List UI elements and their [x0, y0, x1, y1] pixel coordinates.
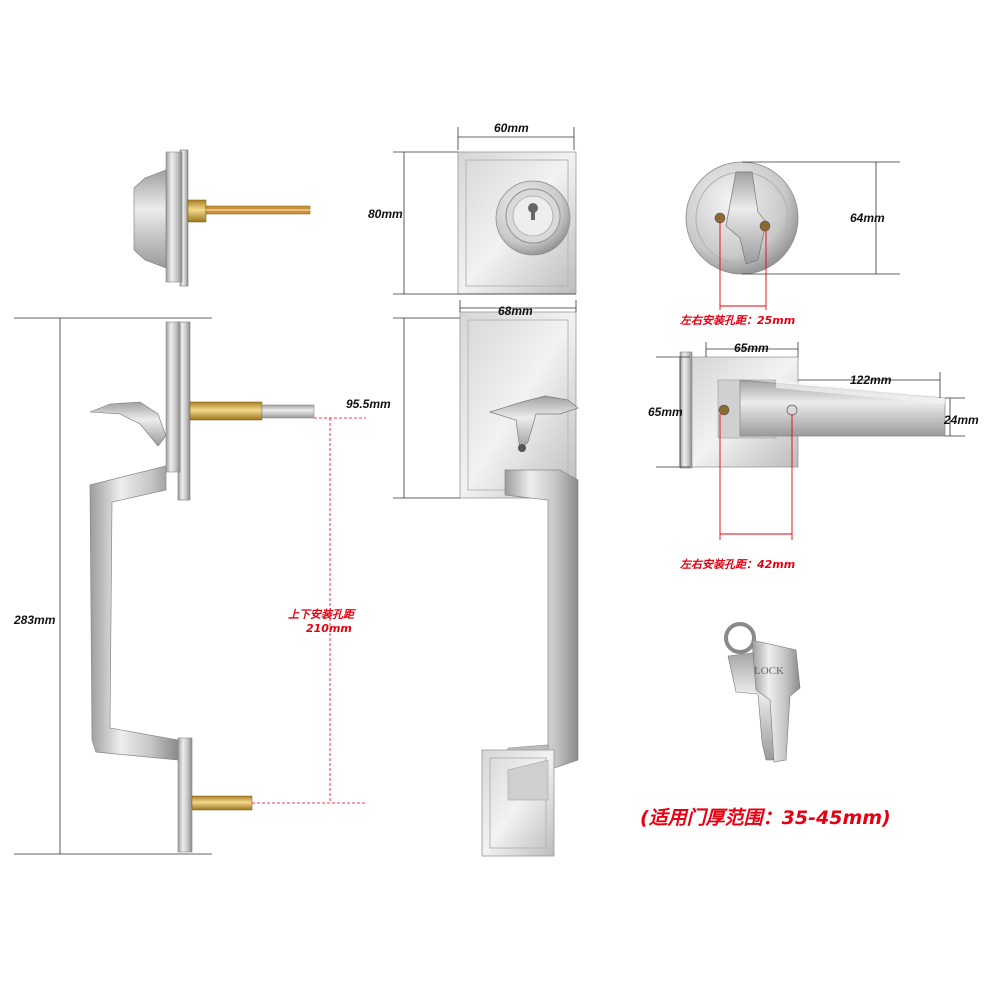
keys-pair: LOCK: [724, 622, 801, 763]
dimension-labels: 60mm 80mm 68mm 95.5mm 283mm 64mm 65mm 65…: [13, 121, 979, 627]
label-65mm-height: 65mm: [648, 405, 683, 419]
dimension-lines: [14, 127, 965, 855]
mounting-hole-lines: [252, 222, 793, 804]
door-thickness-note: (适用门厚范围：35-45mm): [640, 807, 891, 829]
label-24mm: 24mm: [943, 413, 979, 427]
cylinder-side-view: [133, 149, 311, 287]
lever-handle: [679, 351, 946, 469]
deadbolt-front-plate: [457, 151, 577, 295]
hole-spacing-42-label: 左右安装孔距：42mm: [680, 558, 795, 571]
label-64mm: 64mm: [850, 211, 885, 225]
label-68mm: 68mm: [498, 304, 533, 318]
hole-spacing-25-label: 左右安装孔距：25mm: [680, 314, 795, 327]
handleset-front-view: [459, 311, 579, 857]
vertical-spacing-value: 210mm: [306, 622, 352, 635]
label-283mm: 283mm: [13, 613, 56, 627]
label-60mm: 60mm: [494, 121, 529, 135]
label-95-5mm: 95.5mm: [346, 397, 391, 411]
label-122mm: 122mm: [850, 373, 892, 387]
annotation-labels: 左右安装孔距：25mm 左右安装孔距：42mm 上下安装孔距 210mm (适用…: [288, 314, 891, 829]
vertical-spacing-title: 上下安装孔距: [288, 608, 356, 621]
thumbturn-round-rose: [685, 161, 799, 275]
handleset-side-view: [89, 321, 315, 853]
key-label: LOCK: [754, 665, 784, 677]
label-65mm-width: 65mm: [734, 341, 769, 355]
label-80mm: 80mm: [368, 207, 403, 221]
